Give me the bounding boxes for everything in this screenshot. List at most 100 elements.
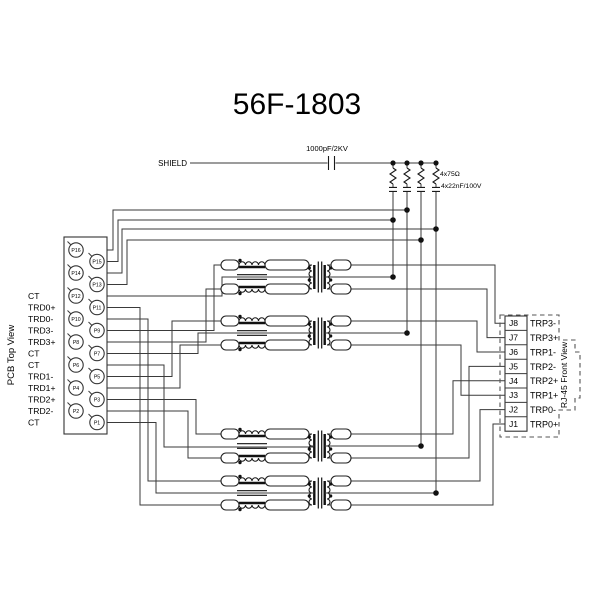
wire-row1-j7 — [350, 288, 505, 339]
page-title: 56F-1803 — [233, 88, 361, 121]
capacitor-network-label: 4x22nF/100V — [441, 183, 482, 190]
wire-p16-shield — [83, 209, 407, 251]
jack-pin: J2 — [509, 405, 518, 415]
pcb-signal-label: TRD3+ — [28, 337, 55, 347]
pin-number: P11 — [93, 306, 102, 312]
shield-capacitor-icon — [327, 156, 336, 170]
rj45-jack-row-j3: J3 TRP1+ — [509, 390, 558, 400]
pin-number: P13 — [92, 283, 101, 289]
pcb-view-label: PCB Top View — [6, 325, 17, 386]
wire-row2-j3 — [350, 344, 505, 396]
pcb-pin-p10: P10 — [67, 310, 84, 327]
rj45-jack-row-j4: J4 TRP2+ — [509, 376, 558, 386]
rj45-outline — [499, 314, 581, 438]
pcb-signal-label: TRD0- — [28, 314, 53, 324]
pin-number: P12 — [71, 294, 80, 300]
pcb-signal-label: TRD2- — [28, 406, 53, 416]
jack-pin: J4 — [509, 376, 518, 386]
pcb-signal-label: TRD1- — [28, 372, 53, 382]
pcb-signal-label: CT — [28, 360, 40, 370]
wire-p11-trd0p — [104, 307, 222, 506]
wire-p3-trd2p — [104, 399, 222, 435]
pcb-signal-label: CT — [28, 349, 40, 359]
jack-pin: J1 — [509, 419, 518, 429]
wire-row4-j1 — [350, 423, 505, 506]
pin-number: P3 — [94, 398, 100, 404]
jack-signal: TRP3- — [530, 319, 556, 329]
pcb-signal-label: TRD2+ — [28, 395, 55, 405]
shield-label: SHIELD — [158, 159, 187, 168]
jack-signal: TRP1+ — [530, 391, 558, 401]
rj45-jack-row-j8: J8 TRP3- — [509, 318, 556, 328]
rc-network-1 — [388, 167, 398, 192]
pcb-pin-p5: P5 — [88, 367, 105, 385]
rc-network-4 — [431, 167, 441, 192]
wire-p1-ct-row4 — [104, 422, 314, 494]
pcb-signal-label: TRD3- — [28, 326, 53, 336]
pin-number: P8 — [73, 340, 79, 346]
wire-p6-ct-row3 — [83, 364, 314, 448]
jack-signal: TRP3+ — [530, 333, 558, 343]
pcb-pin-p14: P14 — [67, 264, 84, 281]
pin-number: P7 — [94, 352, 100, 358]
pcb-pin-p3: P3 — [88, 390, 105, 408]
pcb-pins: P16 P15 P14 P13 P12 P11 P10 P9 P8 P7 P6 … — [67, 241, 105, 431]
pin-number: P15 — [92, 260, 101, 266]
pcb-signal-label: TRD1+ — [28, 383, 55, 393]
pin-number: P6 — [73, 363, 79, 369]
termination-networks: 4x75Ω 4x22nF/100V — [388, 163, 482, 493]
jack-pin: J8 — [509, 318, 518, 328]
rc-network-2 — [402, 167, 412, 192]
shield-capacitor-label: 1000pF/2KV — [306, 144, 348, 153]
pcb-pin-p7: P7 — [88, 344, 105, 362]
magnetics-channel-row3 — [219, 426, 353, 466]
junction-dots — [390, 160, 439, 496]
pcb-signal-label: CT — [28, 291, 40, 301]
pin-number: P5 — [94, 375, 100, 381]
pin-number: P10 — [71, 317, 80, 323]
wire-p2-trd2m — [83, 410, 222, 459]
rj45-side-wires — [333, 264, 505, 506]
pcb-pin-p2: P2 — [67, 402, 84, 419]
wire-row2-j6 — [350, 320, 505, 353]
rc-network-3 — [416, 167, 426, 192]
pcb-signal-label: CT — [28, 418, 40, 428]
wire-row3-j5 — [350, 365, 505, 459]
pin-number: P16 — [71, 248, 80, 254]
wire-p8-trd3p — [83, 288, 222, 343]
wire-row1-j8 — [350, 264, 505, 324]
pcb-signal-label: TRD0+ — [28, 303, 55, 313]
jack-pin: J5 — [509, 361, 518, 371]
wire-p9-trd3m — [104, 264, 222, 331]
pin-number: P14 — [71, 271, 80, 277]
wire-p5-trd1m — [104, 320, 222, 377]
pin-number: P1 — [94, 421, 100, 427]
pcb-pin-p12: P12 — [67, 287, 84, 304]
wire-p15-shield — [104, 219, 393, 262]
jack-signal: TRP2- — [530, 362, 556, 372]
wire-row3-j4 — [350, 380, 505, 435]
pcb-pin-p9: P9 — [88, 321, 105, 339]
pcb-pin-p11: P11 — [88, 298, 105, 316]
wire-p4-trd1p — [83, 344, 222, 389]
rj45-view-label: RJ-45 Front View — [559, 341, 569, 408]
jack-pin: J7 — [509, 333, 518, 343]
pcb-connector: PCB Top View CT TRD0+ TRD0- TRD3- TRD3+ … — [6, 236, 108, 435]
jack-signal: TRP2+ — [530, 376, 558, 386]
pcb-pin-p8: P8 — [67, 333, 84, 350]
wire-row4-j2 — [350, 409, 505, 482]
pin-number: P2 — [73, 409, 79, 415]
pcb-pin-p13: P13 — [88, 275, 105, 293]
shield-bus: SHIELD 1000pF/2KV — [158, 144, 436, 170]
wire-p7-ct-row2 — [104, 332, 314, 354]
jack-pin: J6 — [509, 347, 518, 357]
resistor-network-label: 4x75Ω — [440, 171, 460, 178]
pcb-pin-p6: P6 — [67, 356, 84, 373]
jack-pin: J3 — [509, 390, 518, 400]
